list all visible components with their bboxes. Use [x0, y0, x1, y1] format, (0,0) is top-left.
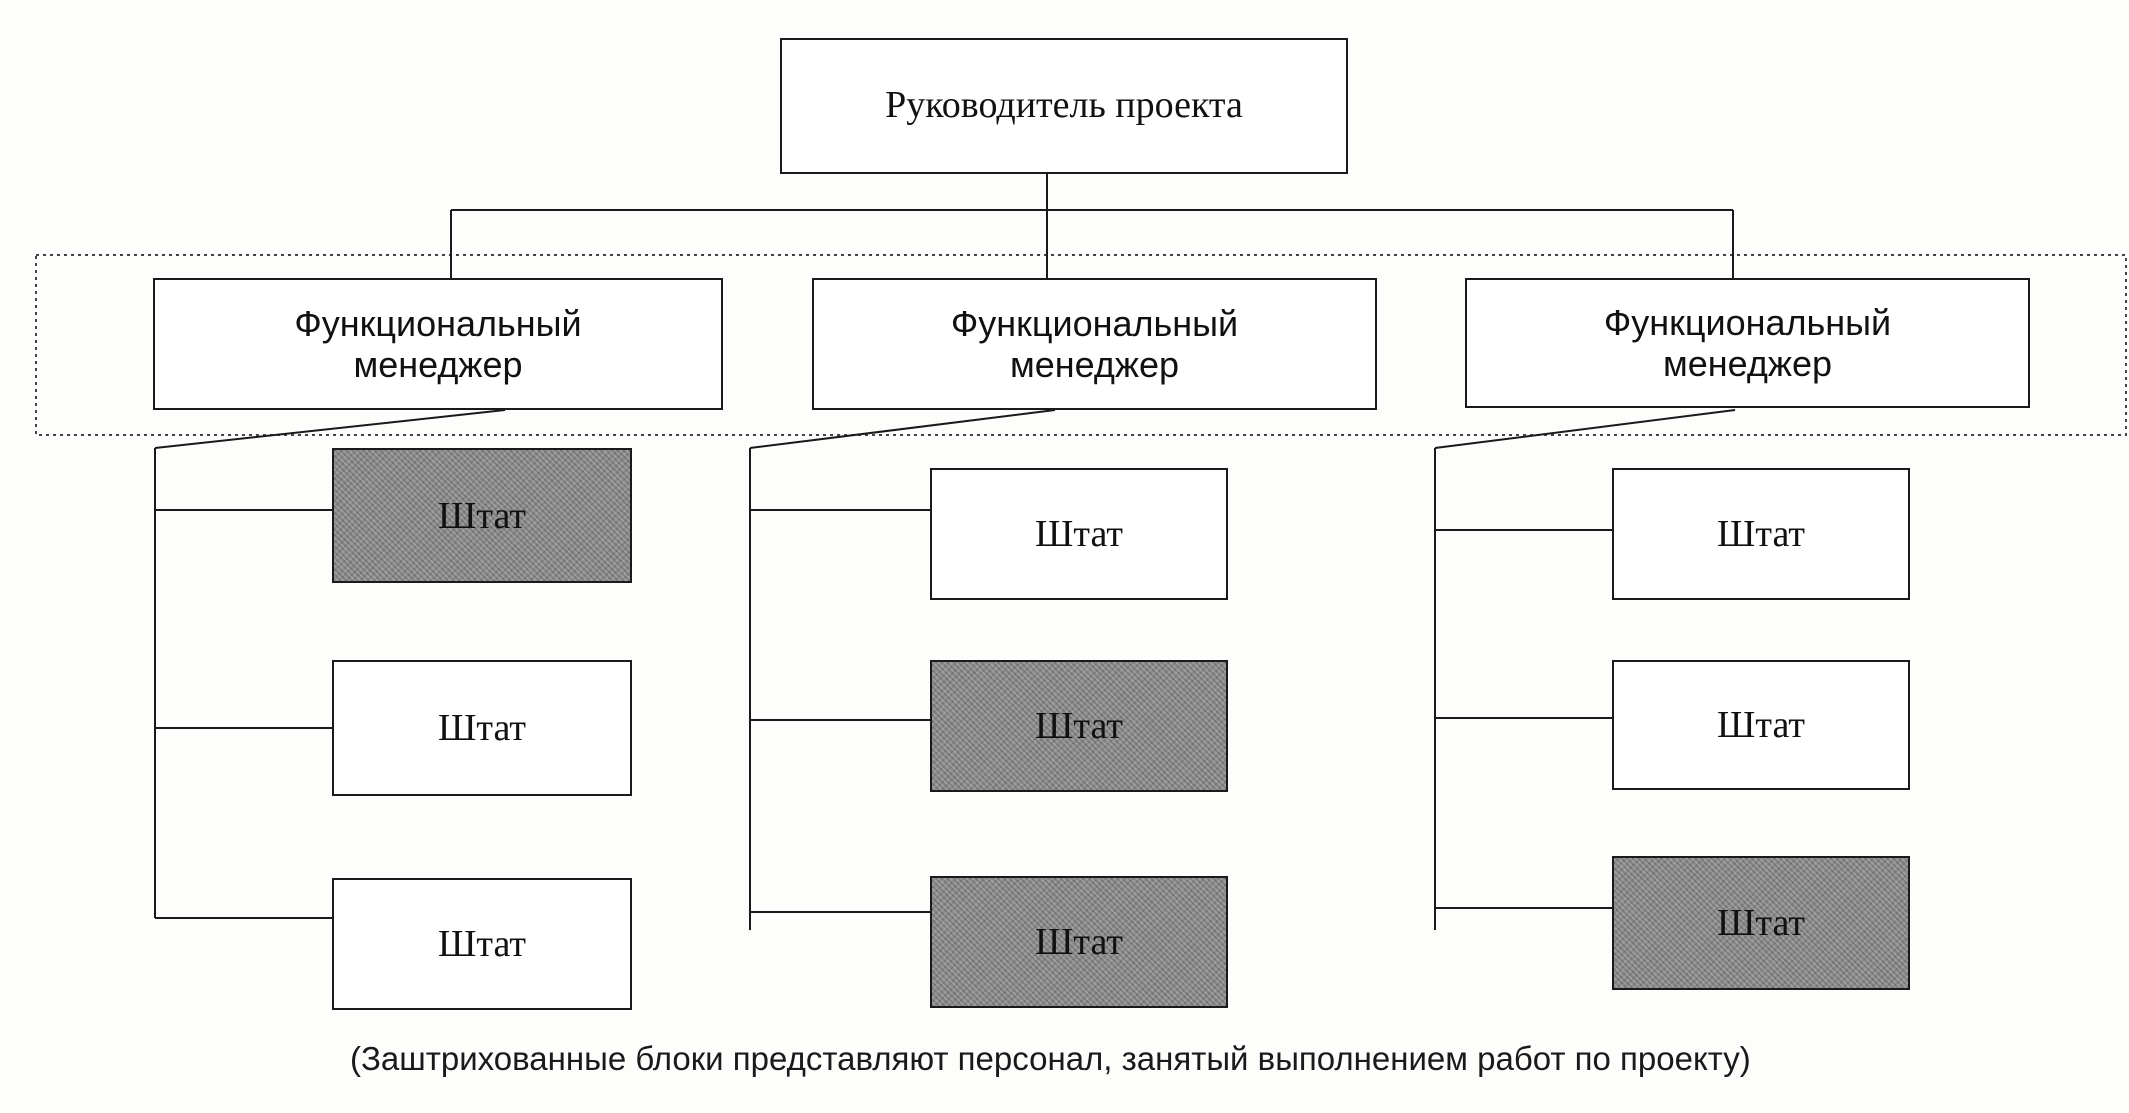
staff-label: Штат	[1717, 704, 1805, 746]
staff-label: Штат	[1717, 513, 1805, 555]
staff-label: Штат	[1717, 902, 1805, 944]
staff-box-3-2: Штат	[1612, 660, 1910, 790]
staff-label: Штат	[1035, 921, 1123, 963]
staff-label: Штат	[438, 923, 526, 965]
staff-label: Штат	[1035, 705, 1123, 747]
functional-manager-label: Функциональный менеджер	[294, 302, 582, 385]
functional-manager-label: Функциональный менеджер	[1603, 301, 1892, 384]
functional-manager-box-2: Функциональный менеджер	[812, 278, 1377, 410]
functional-manager-label: Функциональный менеджер	[950, 302, 1239, 385]
functional-manager-box-3: Функциональный менеджер	[1465, 278, 2030, 408]
manager-tier-dotted-boundary	[35, 254, 2127, 436]
staff-box-2-2: Штат	[930, 660, 1228, 792]
staff-box-2-3: Штат	[930, 876, 1228, 1008]
col3-slant	[1434, 409, 1736, 449]
staff-box-1-2: Штат	[332, 660, 632, 796]
project-manager-label: Руководитель проекта	[885, 84, 1243, 127]
staff-box-2-1: Штат	[930, 468, 1228, 600]
staff-box-3-1: Штат	[1612, 468, 1910, 600]
staff-box-1-3: Штат	[332, 878, 632, 1010]
col2-slant	[749, 409, 1056, 449]
col1-slant	[154, 409, 506, 449]
staff-label: Штат	[1035, 513, 1123, 555]
staff-box-1-1: Штат	[332, 448, 632, 583]
staff-box-3-3: Штат	[1612, 856, 1910, 990]
project-manager-box: Руководитель проекта	[780, 38, 1348, 174]
staff-label: Штат	[438, 707, 526, 749]
functional-manager-box-1: Функциональный менеджер	[153, 278, 723, 410]
staff-label: Штат	[438, 494, 526, 537]
diagram-caption: (Заштрихованные блоки представляют персо…	[350, 1040, 1751, 1077]
